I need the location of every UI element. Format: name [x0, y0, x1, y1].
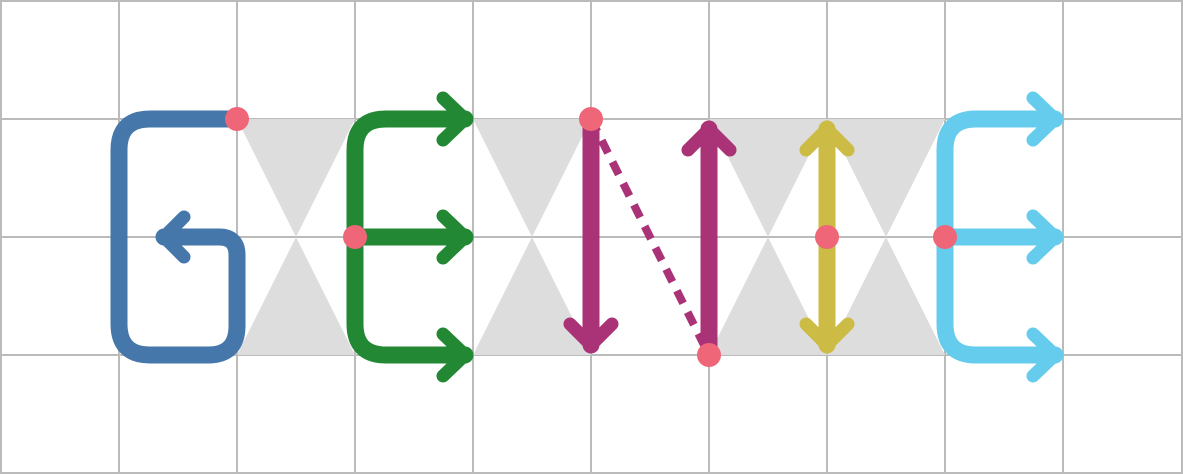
anchor-dot	[933, 225, 957, 249]
connector-e-n	[473, 119, 591, 355]
anchor-dot	[697, 343, 721, 367]
anchor-dot	[579, 107, 603, 131]
anchor-dot	[343, 225, 367, 249]
anchor-dot	[815, 225, 839, 249]
letter-g	[110, 110, 246, 364]
connector-n-m	[709, 119, 827, 355]
connector-m-e	[827, 119, 945, 355]
anchor-dots	[225, 107, 957, 367]
connector-g-e	[237, 119, 355, 355]
letter-n	[563, 110, 737, 364]
anchor-dot	[225, 107, 249, 131]
connector-shapes	[237, 119, 945, 355]
